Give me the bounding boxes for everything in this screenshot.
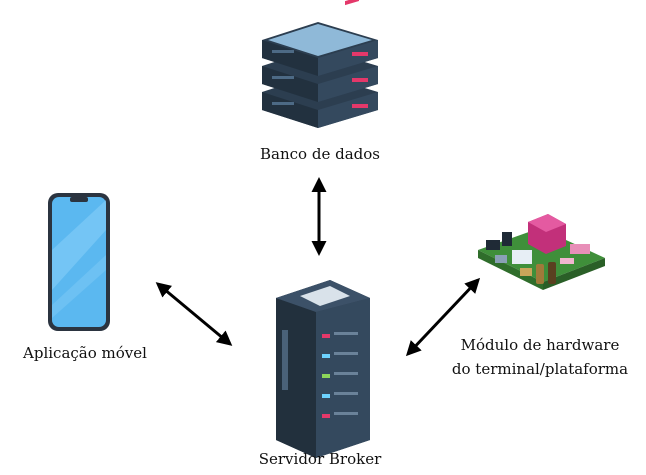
smartphone-icon [48, 193, 110, 331]
mobile-app-label: Aplicação móvel [23, 344, 147, 362]
arrow-app-broker [155, 282, 233, 346]
database-label: Banco de dados [260, 145, 380, 163]
hardware-label: Módulo de hardware do terminal/plataform… [440, 333, 640, 381]
server-tower-icon [276, 280, 370, 458]
database-icon [262, 0, 378, 128]
circuit-board-icon [478, 214, 605, 290]
arrow-hardware-broker [405, 277, 481, 357]
hardware-label-line1: Módulo de hardware [460, 336, 620, 354]
hardware-label-line2: do terminal/plataforma [451, 360, 629, 378]
broker-label: Servidor Broker [258, 450, 382, 468]
